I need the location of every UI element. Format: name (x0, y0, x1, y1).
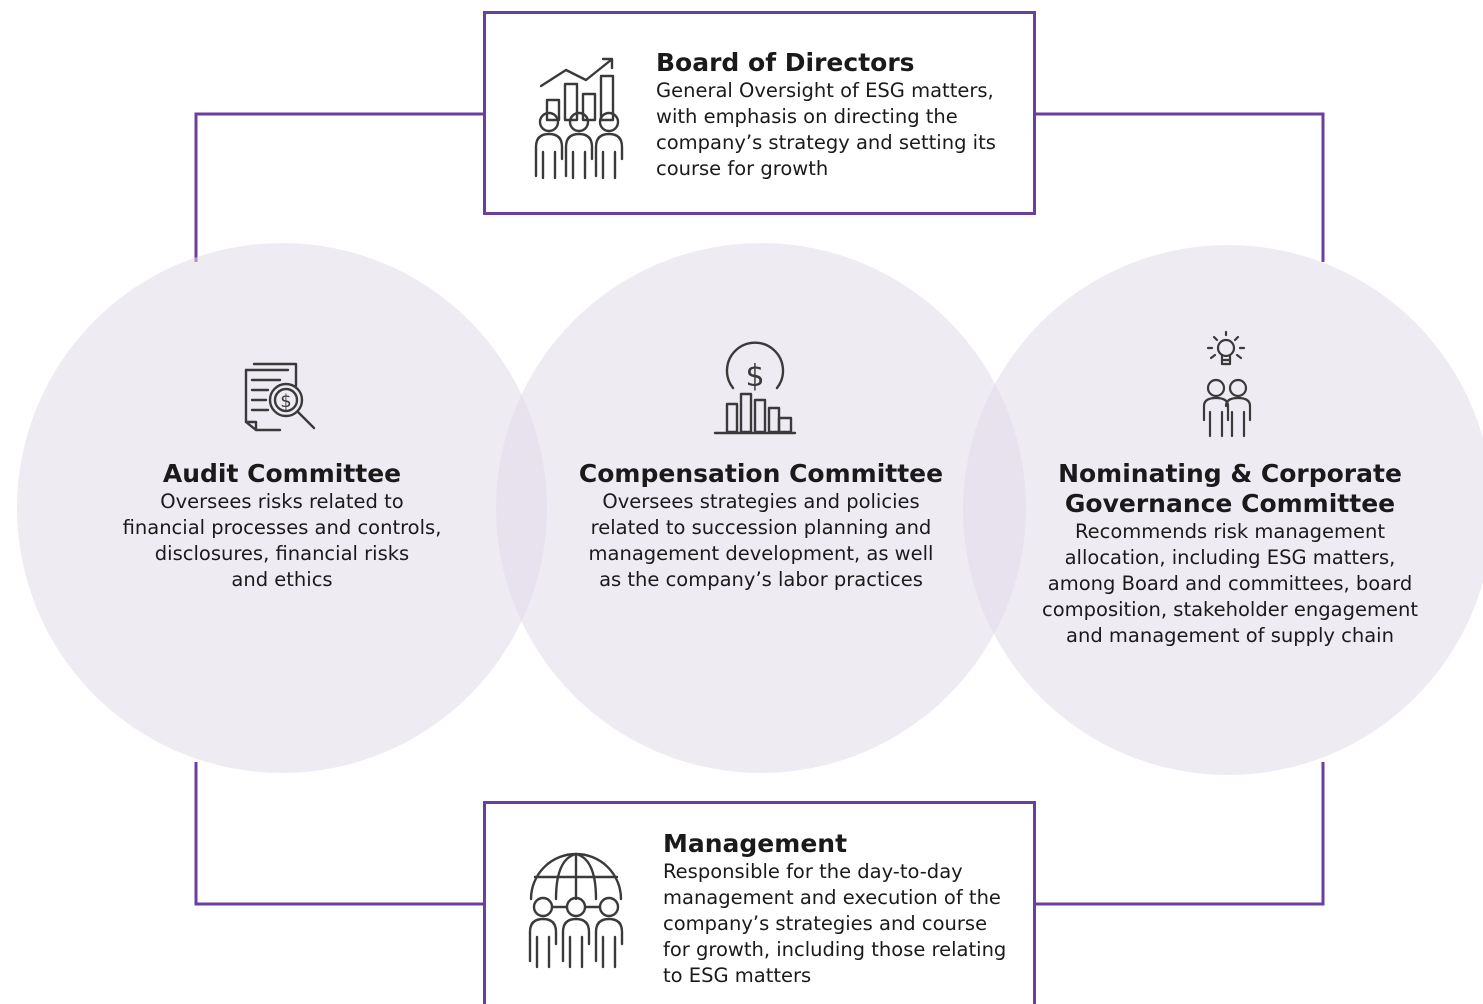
compensation-description-line: related to succession planning and (590, 516, 932, 539)
audit-committee-circle (17, 243, 547, 773)
board-description-line: company’s strategy and setting its (656, 131, 996, 154)
audit-description-line: Oversees risks related to (160, 490, 404, 513)
compensation-description-line: as the company’s labor practices (599, 568, 923, 591)
management-title: Management (663, 829, 848, 858)
dollar-bar-chart-icon: $ (713, 341, 797, 435)
management-description-line: for growth, including those relating (663, 938, 1007, 961)
nominating-committee-text: Nominating & Corporate Governance Commit… (1023, 459, 1437, 649)
nominating-description-line: composition, stakeholder engagement (1042, 598, 1418, 621)
globe-people-icon (528, 852, 624, 969)
management-description-line: management and execution of the (663, 886, 1001, 909)
audit-committee-title: Audit Committee (162, 459, 402, 488)
compensation-description-line: Oversees strategies and policies (602, 490, 920, 513)
nominating-committee-circle (963, 245, 1483, 775)
audit-description-line: financial processes and controls, (122, 516, 442, 539)
growth-chart-people-icon (534, 57, 624, 180)
nominating-description-line: allocation, including ESG matters, (1064, 546, 1396, 569)
lightbulb-people-icon (1202, 330, 1252, 438)
compensation-description-line: management development, as well (588, 542, 934, 565)
compensation-committee-title: Compensation Committee (578, 459, 944, 488)
board-title: Board of Directors (656, 48, 915, 77)
management-description-line: Responsible for the day-to-day (663, 860, 963, 883)
svg-text:$: $ (280, 391, 291, 412)
compensation-committee-text: Compensation Committee Oversees strategi… (541, 459, 981, 593)
compensation-committee-circle (496, 243, 1026, 773)
nominating-description-line: and management of supply chain (1066, 624, 1394, 647)
management-description-line: to ESG matters (663, 964, 812, 987)
nominating-description-line: Recommends risk management (1074, 520, 1386, 543)
nominating-description-line: among Board and committees, board (1047, 572, 1413, 595)
board-description-line: General Oversight of ESG matters, (656, 79, 994, 102)
management-box: Management Responsible for the day-to-da… (483, 801, 1036, 1004)
management-description-line: company’s strategies and course (663, 912, 988, 935)
board-description-line: course for growth (656, 157, 829, 180)
audit-committee-text: Audit Committee Oversees risks related t… (72, 459, 492, 593)
svg-text:$: $ (745, 359, 764, 394)
nominating-committee-title: Nominating & Corporate (1058, 459, 1402, 488)
nominating-committee-title: Governance Committee (1064, 489, 1396, 518)
board-of-directors-box: Board of Directors General Oversight of … (483, 11, 1036, 215)
audit-description-line: and ethics (231, 568, 333, 591)
audit-document-magnifier-icon: $ (244, 362, 316, 432)
audit-description-line: disclosures, financial risks (154, 542, 410, 565)
board-description-line: with emphasis on directing the (656, 105, 958, 128)
